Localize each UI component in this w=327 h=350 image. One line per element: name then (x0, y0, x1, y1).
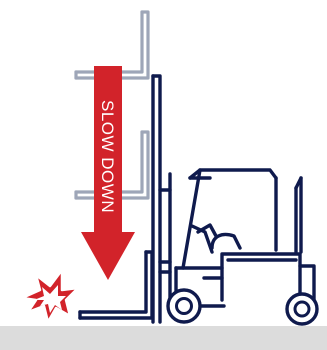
impact-burst-icon (22, 270, 78, 322)
down-arrow-icon: SLOW DOWN (81, 66, 135, 280)
front-wheel (168, 290, 200, 322)
floor-band (0, 326, 327, 350)
arrow-label: SLOW DOWN (98, 100, 117, 213)
rear-wheel (287, 294, 317, 324)
